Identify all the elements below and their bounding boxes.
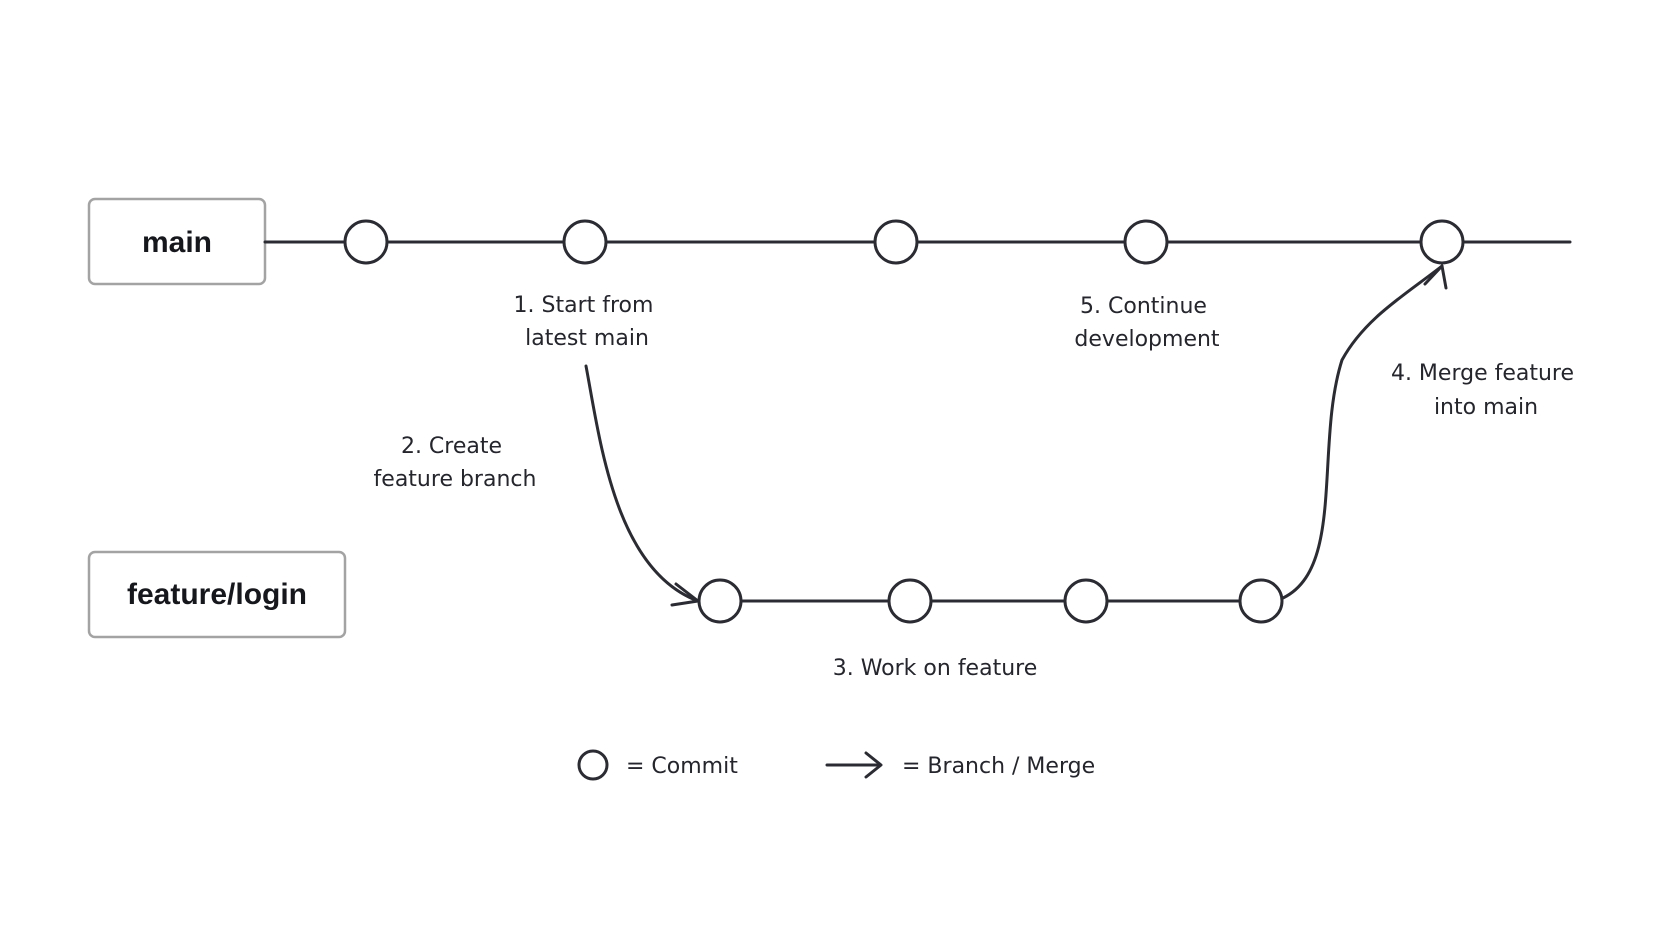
step1-line2: latest main [525,326,649,351]
feature-commit [887,578,933,624]
step2-line1: 2. Create [401,434,502,459]
main-branch-label: main [142,226,212,259]
step1-line1: 1. Start from [514,293,654,318]
branch-off-arrow [584,364,700,603]
main-commit [562,219,608,265]
main-commit [343,219,389,265]
step5-line1: 5. Continue [1080,294,1207,319]
legend-commit-label: = Commit [626,754,738,779]
feature-branch-label: feature/login [127,578,307,611]
main-commit [873,219,919,265]
step3-annotation: 3. Work on feature [833,656,1038,681]
step4-annotation: 4. Merge feature into main [1391,361,1581,420]
legend: = Commit = Branch / Merge [577,749,1095,781]
step1-annotation: 1. Start from latest main [514,293,661,351]
step2-line2: feature branch [374,467,537,492]
step4-line2: into main [1434,395,1538,420]
feature-branch-box: feature/login [87,550,347,639]
feature-commit [697,578,743,624]
feature-commit [1063,578,1109,624]
merge-arrowhead [1423,264,1448,290]
feature-commit [1238,578,1284,624]
step5-annotation: 5. Continue development [1074,294,1220,352]
step3-line1: 3. Work on feature [833,656,1038,681]
main-commit [1419,219,1465,265]
main-commit [1123,219,1169,265]
arrow-right-icon [825,751,883,779]
circle-icon [577,749,609,781]
step2-annotation: 2. Create feature branch [374,434,537,492]
legend-branch-merge-label: = Branch / Merge [902,754,1095,779]
step4-line1: 4. Merge feature [1391,361,1574,386]
merge-arrow [1281,264,1444,600]
main-branch-box: main [87,197,267,286]
step5-line2: development [1074,327,1220,352]
